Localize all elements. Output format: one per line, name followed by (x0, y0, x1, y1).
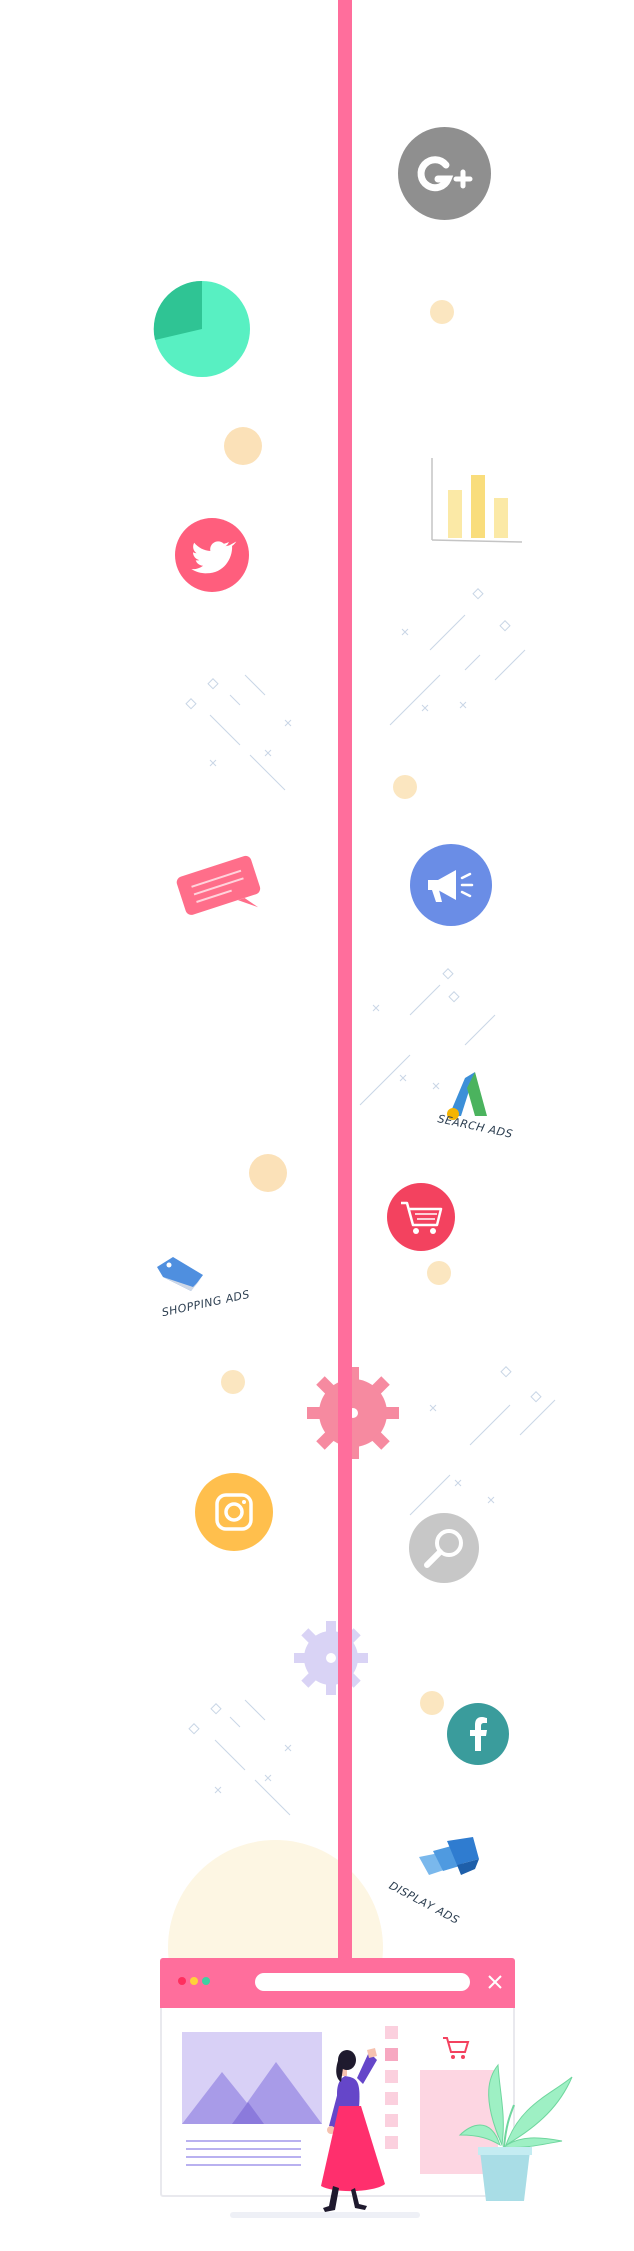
pie-chart-icon (153, 280, 250, 377)
decor-dot (249, 1154, 287, 1192)
decor-lines (359, 968, 496, 1106)
sidebar-square (385, 2092, 398, 2105)
twitter-icon (175, 518, 249, 592)
text-line (186, 2164, 301, 2166)
sidebar-square (385, 2070, 398, 2083)
display-ads-label: DISPLAY ADS (386, 1879, 462, 1927)
address-bar[interactable] (255, 1973, 470, 1991)
decor-dot (393, 775, 417, 799)
decor-dot (224, 427, 262, 465)
decor-dot (430, 300, 454, 324)
sidebar-square (385, 2136, 398, 2149)
decor-lines (409, 1366, 556, 1516)
floor-shadow (230, 2212, 420, 2218)
text-line (186, 2156, 301, 2158)
decor-lines (188, 1699, 292, 1816)
window-minimize-dot[interactable] (190, 1977, 198, 1985)
sidebar-square (385, 2114, 398, 2127)
browser-titlebar (160, 1958, 515, 2008)
bar-chart-icon (431, 458, 523, 543)
vertical-pole-overlay (338, 0, 352, 1962)
close-icon[interactable] (488, 1975, 502, 1989)
cart-icon[interactable] (441, 2034, 471, 2062)
decor-lines (389, 588, 526, 726)
decor-dot (420, 1691, 444, 1715)
search-ads-badge: SEARCH ADS (435, 1070, 515, 1150)
text-line (186, 2148, 301, 2150)
decor-dot (427, 1261, 451, 1285)
magnifier-icon (409, 1513, 479, 1583)
image-placeholder (182, 2032, 322, 2124)
chat-bubble-icon (176, 855, 261, 915)
facebook-icon (447, 1703, 509, 1765)
display-ads-icon (419, 1837, 479, 1875)
gear-icon (294, 1621, 368, 1695)
gear-icon (307, 1367, 399, 1459)
decor-lines (185, 674, 292, 791)
sidebar-square (385, 2026, 398, 2039)
window-close-dot[interactable] (178, 1977, 186, 1985)
shopping-ads-badge: SHOPPING ADS (155, 1255, 251, 1335)
window-maximize-dot[interactable] (202, 1977, 210, 1985)
google-plus-icon (398, 127, 491, 220)
text-line (186, 2140, 301, 2142)
person-illustration (321, 2048, 385, 2212)
sidebar-square (385, 2048, 398, 2061)
cart-icon (387, 1183, 455, 1251)
megaphone-icon (410, 844, 492, 926)
display-ads-badge: DISPLAY ADS (387, 1835, 493, 1927)
plant-illustration (458, 2063, 573, 2201)
decor-dot (221, 1370, 245, 1394)
shopping-ads-tag-icon (157, 1257, 203, 1291)
search-ads-icon (447, 1072, 487, 1120)
instagram-icon (195, 1473, 273, 1551)
